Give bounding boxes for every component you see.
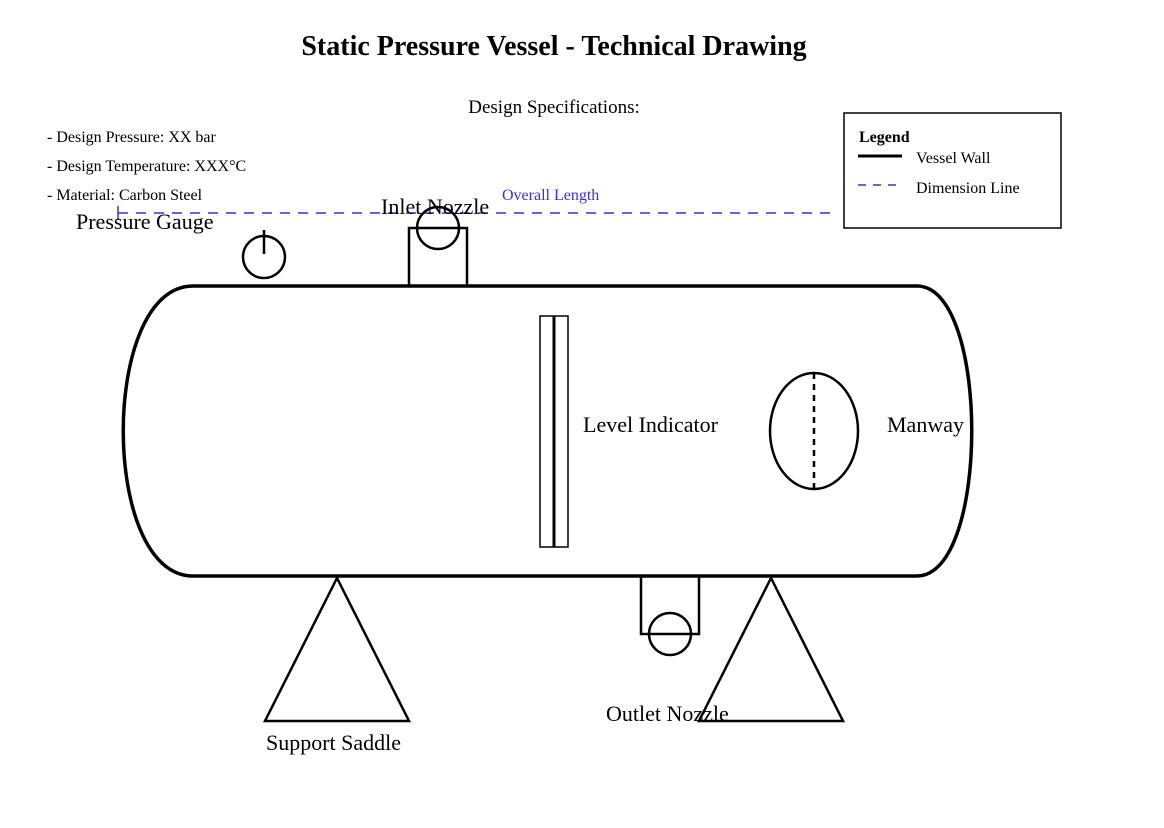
level-indicator-label: Level Indicator bbox=[583, 412, 719, 437]
outlet-nozzle-body bbox=[639, 574, 701, 636]
dimension-label: Overall Length bbox=[502, 187, 599, 204]
design-specifications: Design Specifications: - Design Pressure… bbox=[47, 97, 640, 204]
support-saddle-left bbox=[262, 575, 412, 723]
spec-design-pressure: - Design Pressure: XX bar bbox=[47, 129, 217, 146]
legend: Legend Vessel Wall Dimension Line bbox=[843, 112, 1062, 229]
legend-box bbox=[843, 112, 1062, 229]
pressure-gauge-label: Pressure Gauge bbox=[76, 209, 213, 234]
inlet-nozzle-flange bbox=[415, 205, 461, 251]
drawing-title: Static Pressure Vessel - Technical Drawi… bbox=[301, 31, 806, 62]
outlet-nozzle: Outlet Nozzle bbox=[606, 574, 729, 726]
support-saddles: Support Saddle bbox=[262, 575, 846, 755]
legend-item-vessel-wall: Vessel Wall bbox=[916, 150, 991, 167]
specifications-heading: Design Specifications: bbox=[468, 97, 640, 118]
spec-design-temperature: - Design Temperature: XXX°C bbox=[47, 158, 246, 175]
pressure-gauge: Pressure Gauge bbox=[76, 209, 287, 280]
overall-length-dimension: Overall Length bbox=[117, 187, 838, 220]
support-saddle-right bbox=[696, 575, 846, 723]
level-indicator: Level Indicator bbox=[539, 315, 719, 548]
manway-label: Manway bbox=[887, 412, 964, 437]
inlet-nozzle: Inlet Nozzle bbox=[381, 194, 489, 288]
manway: Manway bbox=[768, 371, 964, 491]
spec-material: - Material: Carbon Steel bbox=[47, 187, 203, 204]
support-saddle-label: Support Saddle bbox=[266, 730, 401, 755]
inlet-nozzle-body bbox=[407, 226, 469, 288]
outlet-nozzle-flange bbox=[647, 611, 693, 657]
legend-item-dimension-line: Dimension Line bbox=[916, 180, 1020, 197]
inlet-nozzle-label: Inlet Nozzle bbox=[381, 194, 489, 219]
legend-title: Legend bbox=[859, 129, 910, 146]
vessel-wall bbox=[121, 284, 974, 578]
